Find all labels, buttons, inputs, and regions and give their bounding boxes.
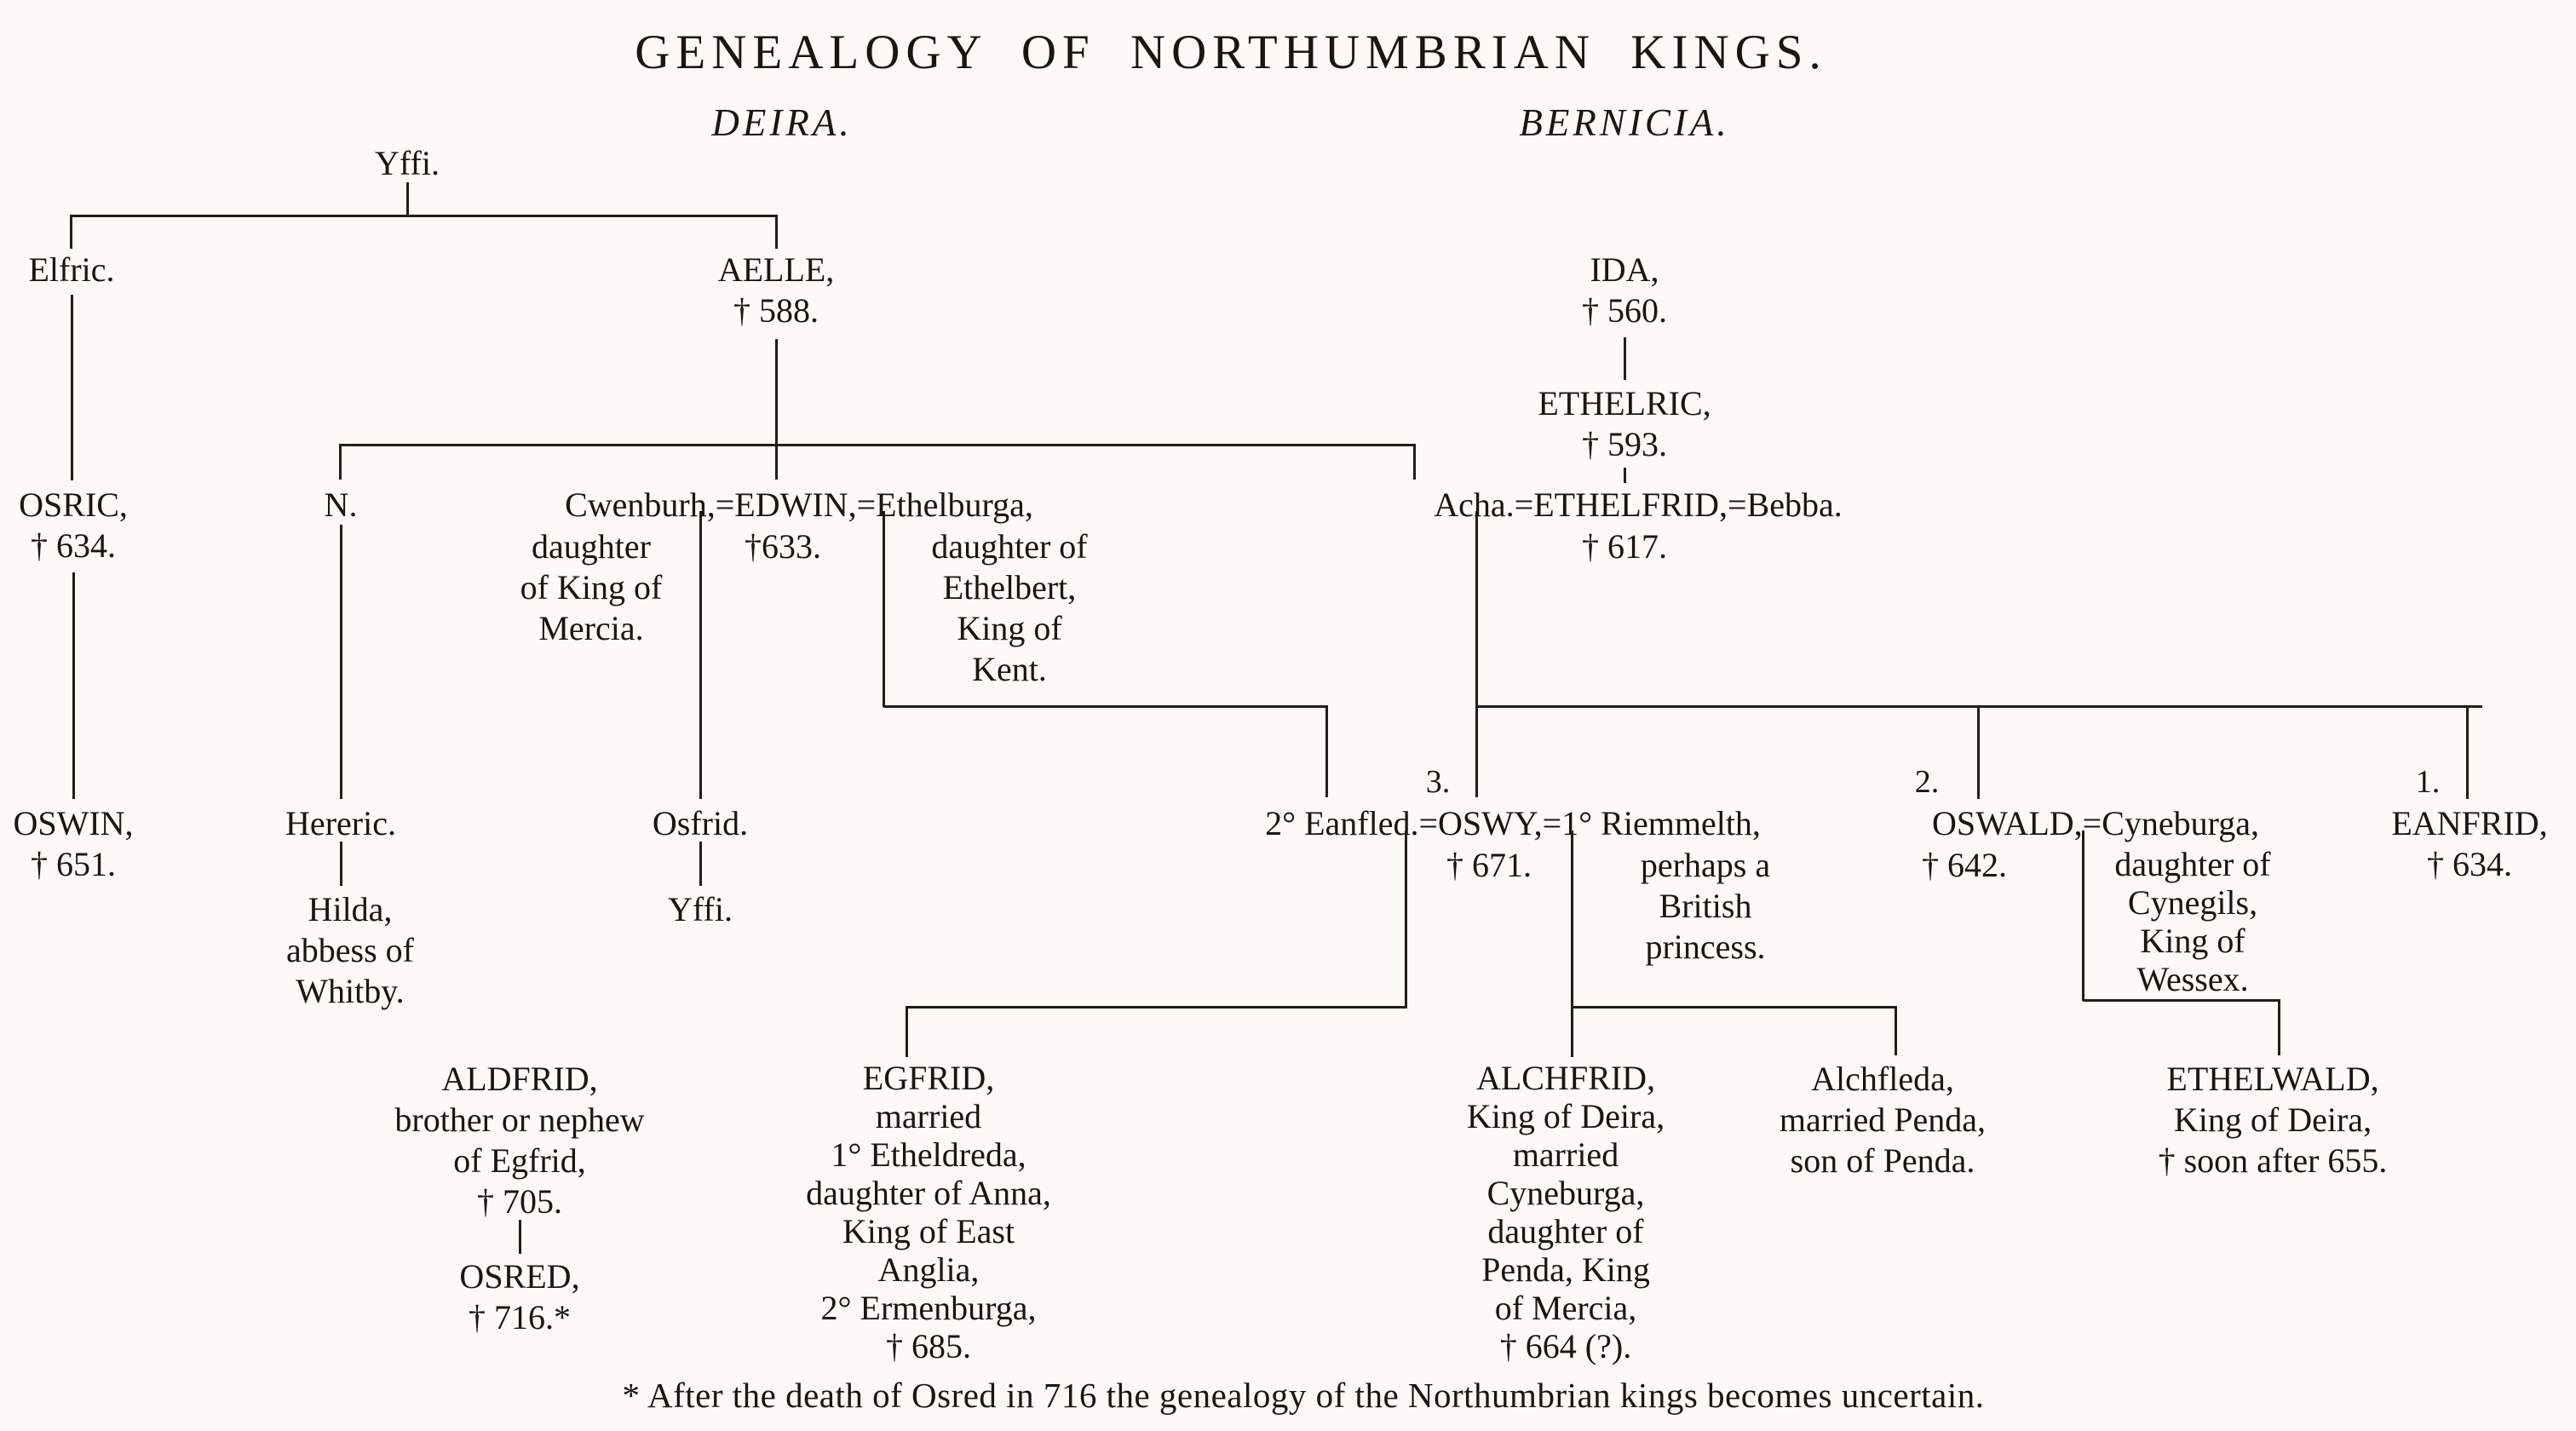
person-oswin: OSWIN, † 651.: [13, 804, 134, 883]
person-edwin-death: †633.: [745, 527, 821, 566]
edge-edwin-drop: [775, 444, 778, 480]
edge-hereric-hilda: [340, 842, 342, 886]
edge-cyneburga-marriage-down: [2082, 830, 2084, 1001]
edge-aldfrid-osred: [519, 1220, 521, 1254]
edge-cwenburh-osfrid: [699, 511, 702, 799]
person-eanfrid: EANFRID, † 634.: [2391, 804, 2548, 883]
person-ethelburga-description: daughter of Ethelbert, King of Kent.: [931, 527, 1088, 688]
edge-eanfled-marriage-down: [1405, 830, 1407, 1008]
person-riemmelth-description: perhaps a British princess.: [1640, 846, 1771, 966]
page-title: GENEALOGY OF NORTHUMBRIAN KINGS.: [635, 26, 1827, 79]
person-osric: OSRIC, † 634.: [19, 486, 128, 565]
edge-riemmelth-children-bar: [1572, 1006, 1897, 1009]
person-ethelwald: ETHELWALD, King of Deira, † soon after 6…: [2158, 1060, 2388, 1180]
edge-egfrid-drop: [906, 1006, 908, 1057]
edge-riemmelth-marriage-alchfrid: [1571, 830, 1573, 1057]
person-hilda: Hilda, abbess of Whitby.: [286, 890, 414, 1010]
column-label-deira: DEIRA.: [711, 101, 853, 144]
person-oswald-death: † 642.: [1922, 846, 2007, 884]
person-osred: OSRED, † 716.*: [459, 1257, 580, 1336]
edge-acha-marriage-oswy: [1475, 511, 1478, 797]
edge-aelle-children-bar: [339, 444, 1416, 446]
edge-yffi-stem: [406, 182, 409, 216]
person-aelle: AELLE, † 588.: [717, 250, 835, 330]
edge-ethelburga-marriage-down: [883, 511, 885, 707]
person-cwenburh-description: daughter of King of Mercia.: [520, 527, 663, 647]
couple-eanfled-oswy-riemmelth: 2° Eanfled.=OSWY,=1° Riemmelth,: [1265, 804, 1761, 842]
person-cyneburga-description: daughter of Cynegils, King of Wessex.: [2114, 845, 2271, 998]
edge-oswald-drop: [1977, 705, 1980, 799]
edge-osfrid-yffi: [699, 842, 702, 886]
couple-acha-ethelfrid-bebba: Acha.=ETHELFRID,=Bebba.: [1434, 486, 1843, 524]
person-n: N.: [324, 486, 358, 524]
edge-eanfrid-drop: [2466, 705, 2469, 799]
edge-elfric-osric: [71, 295, 73, 480]
person-ethelfrid-death: † 617.: [1582, 527, 1667, 566]
column-label-bernicia: BERNICIA.: [1519, 101, 1730, 144]
edge-acha-drop: [1413, 444, 1416, 480]
edge-ida-ethelric: [1624, 337, 1626, 380]
edge-oswald-children-bar: [2083, 999, 2280, 1002]
person-ida: IDA, † 560.: [1582, 250, 1667, 330]
edge-ethelwald-drop: [2278, 999, 2280, 1055]
edge-ethelric-ethelfrid: [1624, 468, 1626, 483]
edge-alchfleda-drop: [1895, 1006, 1897, 1055]
person-alchfrid: ALCHFRID, King of Deira, married Cynebur…: [1466, 1059, 1665, 1365]
succession-number-3: 3.: [1425, 764, 1451, 800]
footnote: * After the death of Osred in 716 the ge…: [622, 1376, 1985, 1415]
person-ethelric: ETHELRIC, † 593.: [1538, 384, 1711, 463]
person-osfrid: Osfrid.: [652, 804, 749, 842]
edge-edwin-children-bar: [883, 705, 1328, 708]
couple-cwenburh-edwin-ethelburga: Cwenburh,=EDWIN,=Ethelburga,: [565, 486, 1033, 524]
person-yffi-elder: Yffi.: [375, 144, 440, 182]
person-yffi-younger: Yffi.: [668, 890, 733, 928]
person-alchfleda: Alchfleda, married Penda, son of Penda.: [1779, 1060, 1987, 1180]
edge-eanfled-drop: [1325, 705, 1328, 797]
succession-number-1: 1.: [2415, 764, 2441, 800]
edge-aelle-drop: [775, 215, 778, 249]
edge-yffi-children-bar: [70, 215, 778, 217]
edge-n-drop: [339, 444, 342, 480]
person-egfrid: EGFRID, married 1° Etheldreda, daughter …: [806, 1059, 1051, 1365]
person-elfric: Elfric.: [28, 250, 115, 289]
person-oswy-death: † 671.: [1446, 846, 1532, 884]
edge-n-hereric: [340, 525, 342, 799]
couple-oswald-cyneburga: OSWALD,=Cyneburga,: [1931, 804, 2260, 842]
edge-eanfled-children-bar: [906, 1006, 1407, 1009]
edge-osric-oswin: [72, 572, 75, 799]
person-aldfrid: ALDFRID, brother or nephew of Egfrid, † …: [394, 1060, 645, 1221]
edge-aelle-stem: [775, 339, 778, 445]
person-hereric: Hereric.: [285, 804, 396, 842]
succession-number-2: 2.: [1914, 764, 1940, 800]
edge-elfric-drop: [70, 215, 72, 249]
